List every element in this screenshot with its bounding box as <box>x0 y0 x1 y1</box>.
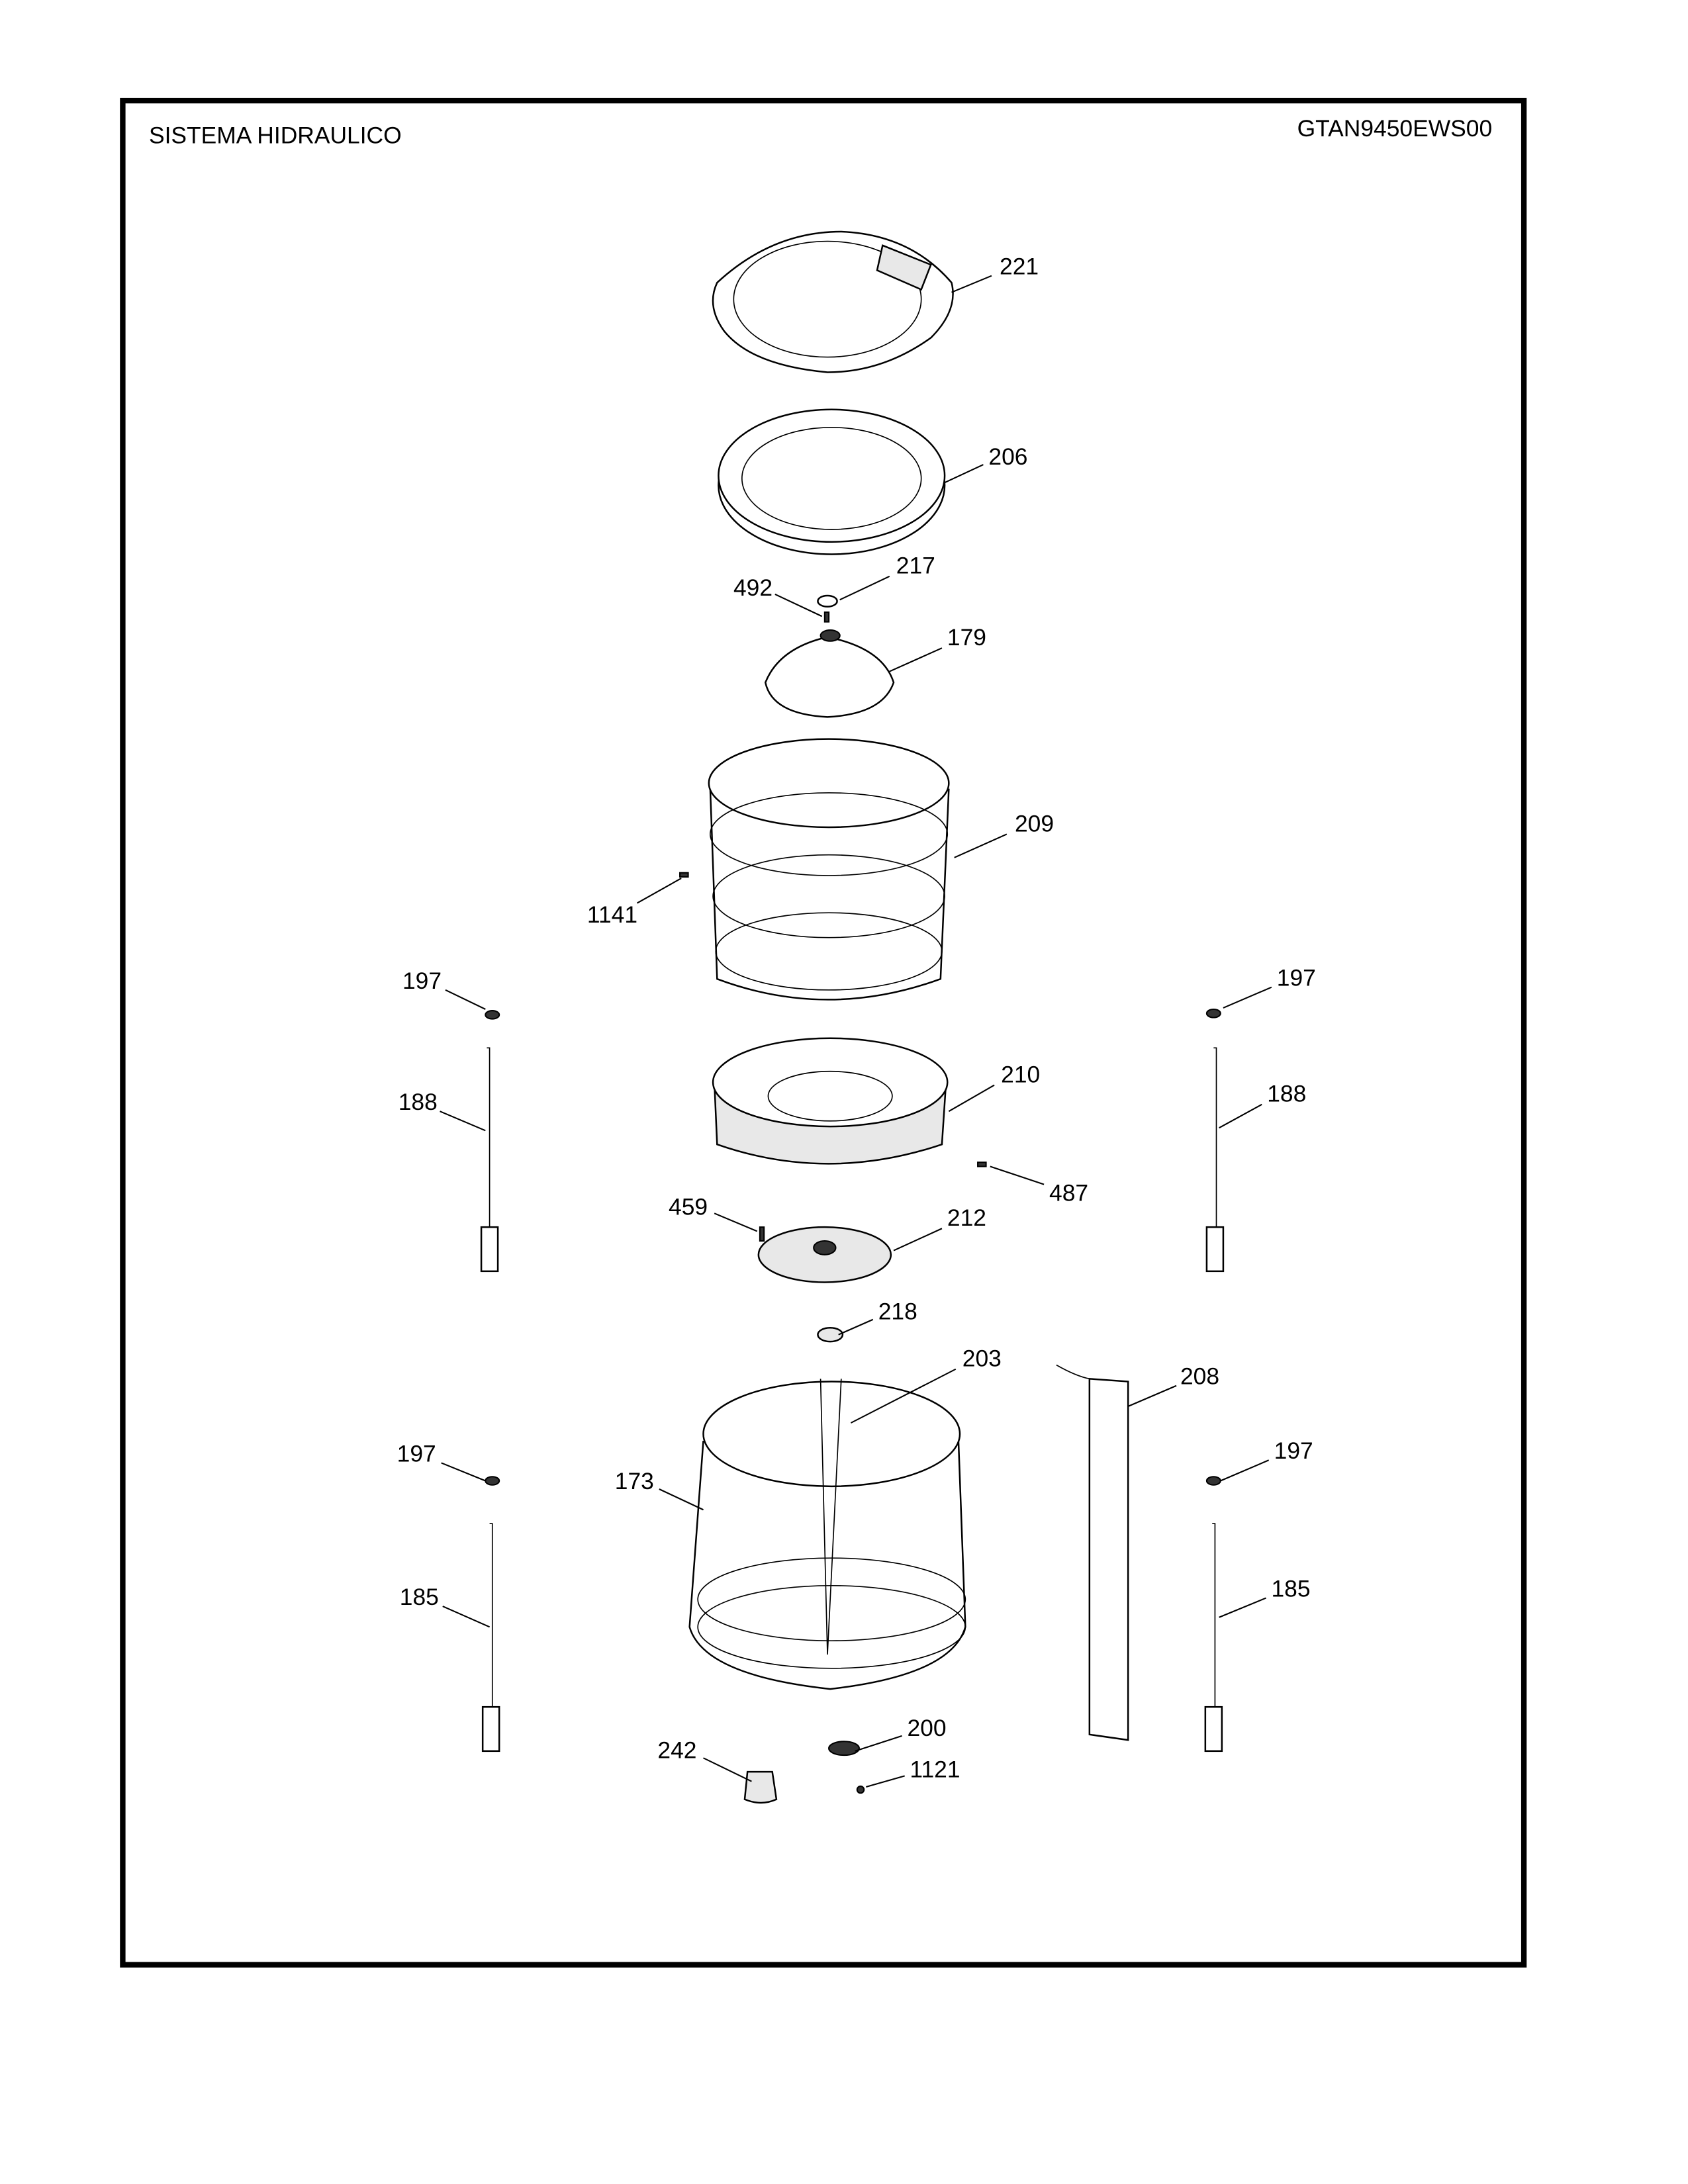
callout-221: 221 <box>1000 253 1039 280</box>
seal-part <box>828 1741 860 1756</box>
callout-200: 200 <box>907 1715 946 1741</box>
callout-197: 197 <box>1274 1437 1313 1464</box>
callout-459: 459 <box>669 1193 708 1220</box>
callout-487: 487 <box>1049 1180 1088 1206</box>
callout-188: 188 <box>399 1089 438 1115</box>
leader-lines <box>440 275 1272 1788</box>
cap-part <box>817 594 838 608</box>
nut-part <box>817 1327 844 1343</box>
hub-part <box>757 1226 892 1283</box>
callout-179: 179 <box>947 624 986 651</box>
callout-1121: 1121 <box>910 1756 960 1782</box>
callout-197: 197 <box>402 968 442 994</box>
suspension-rods <box>480 1008 1225 1752</box>
pump-cap-part <box>743 1770 778 1804</box>
diagram-frame <box>120 97 1527 1968</box>
callout-210: 210 <box>1001 1061 1040 1087</box>
callout-203: 203 <box>962 1345 1002 1372</box>
wash-basket-part <box>679 738 950 1001</box>
model-number: GTAN9450EWS00 <box>1297 115 1493 142</box>
callout-197: 197 <box>397 1440 436 1467</box>
hose-channel-part <box>1056 1364 1129 1741</box>
callout-1141: 1141 <box>587 901 637 928</box>
small-screw-part <box>856 1785 865 1794</box>
callout-217: 217 <box>896 553 935 579</box>
basket-base-part <box>712 1037 987 1167</box>
outer-tub-part <box>688 1379 966 1690</box>
callout-197: 197 <box>1277 965 1316 991</box>
callout-188: 188 <box>1267 1081 1306 1107</box>
callout-212: 212 <box>947 1205 986 1231</box>
callout-206: 206 <box>988 443 1027 470</box>
callout-242: 242 <box>657 1737 696 1763</box>
hub-bolt-part <box>759 1226 765 1242</box>
callout-492: 492 <box>733 574 773 601</box>
impeller-part <box>764 629 895 718</box>
callout-218: 218 <box>878 1298 917 1325</box>
section-title: SISTEMA HIDRAULICO <box>149 122 402 149</box>
callout-185: 185 <box>400 1584 439 1610</box>
callout-208: 208 <box>1180 1363 1219 1390</box>
callout-173: 173 <box>615 1468 654 1494</box>
callout-209: 209 <box>1015 810 1054 837</box>
tub-cover-part <box>712 230 954 373</box>
screw-part <box>823 611 830 623</box>
callout-185: 185 <box>1271 1576 1310 1602</box>
balance-ring-part <box>718 408 946 555</box>
